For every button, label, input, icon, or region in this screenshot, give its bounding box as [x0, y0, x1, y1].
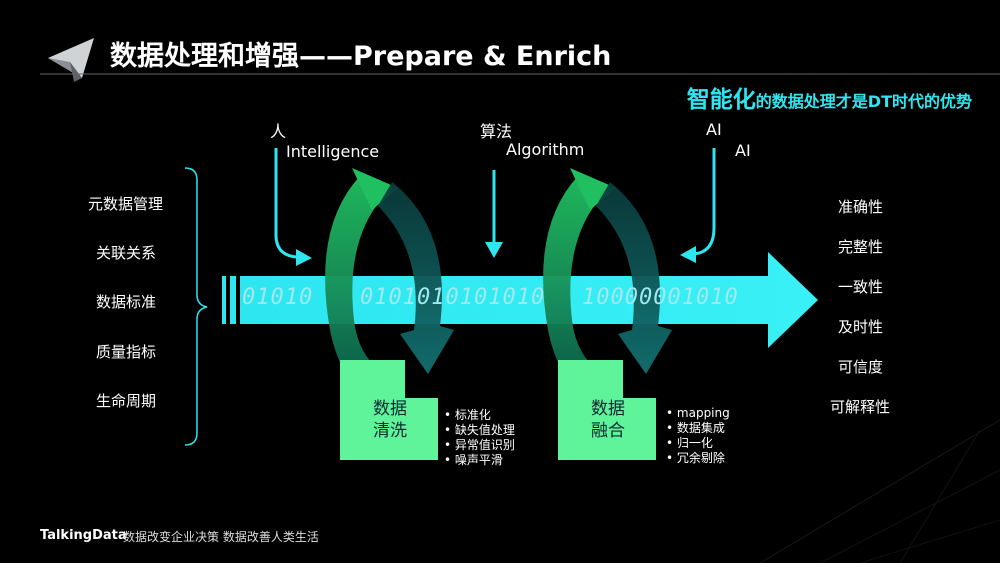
right-item-consistency: 一致性	[838, 278, 884, 296]
decorative-lines	[759, 419, 1000, 563]
input-person-cn: 人	[270, 122, 287, 141]
cleaning-bullets: 标准化 缺失值处理 异常值识别 噪声平滑	[444, 408, 515, 468]
process-fusion-line1: 数据	[591, 399, 625, 419]
left-item-quality: 质量指标	[96, 343, 157, 361]
input-arrow-person-head	[296, 249, 312, 266]
footer-slogan: 数据改变企业决策 数据改善人类生活	[123, 530, 319, 544]
process-fusion-label: 数据 融合	[586, 398, 630, 442]
input-person-en: Intelligence	[286, 142, 380, 161]
cycle-arrows-cleaning	[325, 168, 454, 460]
fusion-bullets: mapping 数据集成 归一化 冗余剔除	[666, 406, 730, 466]
right-item-interpretability: 可解释性	[830, 398, 891, 416]
bit-string-2: 0101010101010	[360, 285, 546, 310]
left-item-standards: 数据标准	[96, 293, 157, 311]
bullet-item: 缺失值处理	[444, 423, 515, 438]
right-item-completeness: 完整性	[838, 238, 884, 256]
right-item-accuracy: 准确性	[838, 198, 884, 216]
paper-plane-logo	[48, 38, 94, 82]
main-data-arrow	[222, 252, 818, 348]
input-algorithm-en: Algorithm	[506, 140, 585, 159]
left-item-metadata: 元数据管理	[88, 195, 164, 213]
process-cleaning-line1: 数据	[373, 399, 407, 419]
input-arrow-ai-head	[680, 246, 696, 263]
input-algorithm-cn: 算法	[480, 122, 513, 141]
left-brace	[184, 167, 208, 446]
subtitle-rest: 的数据处理才是DT时代的优势	[755, 92, 972, 111]
bullet-item: mapping	[666, 406, 730, 421]
bullet-item: 噪声平滑	[444, 453, 515, 468]
page-subtitle: 智能化的数据处理才是DT时代的优势	[687, 80, 972, 114]
page-title: 数据处理和增强——Prepare & Enrich	[110, 41, 612, 72]
bullet-item: 异常值识别	[444, 438, 515, 453]
process-cleaning-label: 数据 清洗	[368, 398, 412, 442]
subtitle-highlight: 智能化	[686, 87, 756, 113]
bullet-item: 冗余剔除	[666, 451, 730, 466]
input-arrow-algorithm	[485, 170, 503, 258]
right-item-timeliness: 及时性	[838, 318, 884, 336]
bullet-item: 标准化	[444, 408, 515, 423]
bit-string-3: 10000001010	[582, 285, 739, 310]
left-item-relations: 关联关系	[96, 244, 157, 262]
process-cleaning-line2: 清洗	[373, 421, 407, 441]
input-ai-top: AI	[706, 120, 722, 139]
left-item-lifecycle: 生命周期	[96, 392, 157, 410]
right-item-credibility: 可信度	[838, 358, 884, 376]
input-arrow-ai	[693, 148, 716, 256]
bullet-item: 数据集成	[666, 421, 730, 436]
cycle-arrows-fusion	[543, 168, 672, 460]
bullet-item: 归一化	[666, 436, 730, 451]
input-ai-bottom: AI	[735, 141, 751, 160]
footer-brand-logo: TalkingData	[40, 528, 127, 543]
bit-string-1: 01010	[242, 285, 314, 310]
process-fusion-line2: 融合	[591, 421, 625, 441]
input-arrow-person	[274, 148, 297, 259]
